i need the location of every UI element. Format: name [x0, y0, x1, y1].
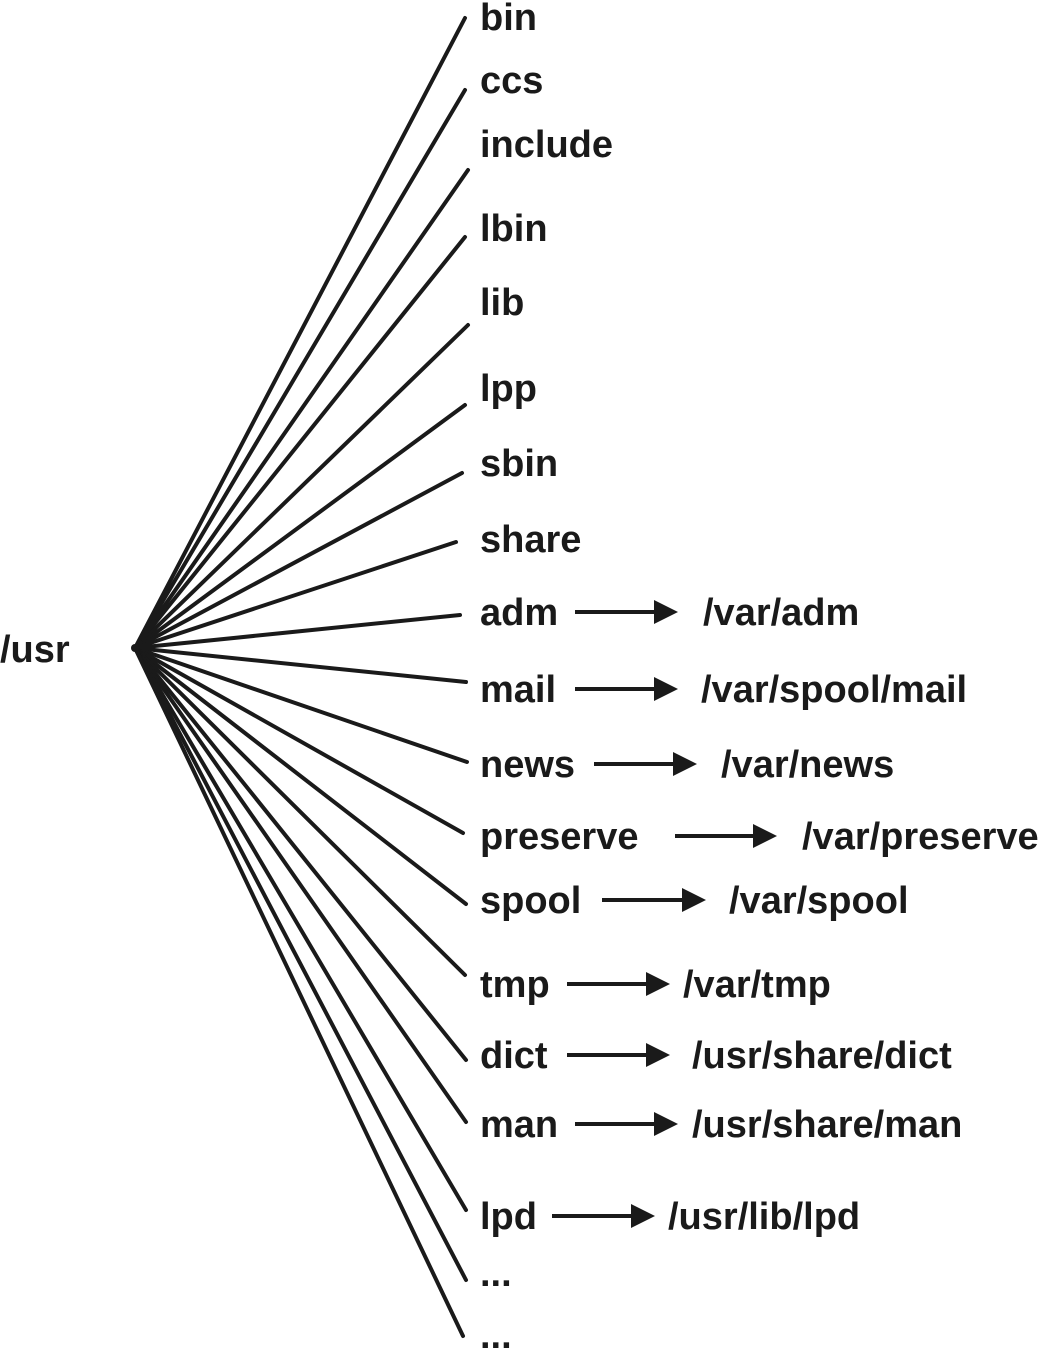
link-arrow-head — [646, 972, 670, 996]
branch-line — [133, 646, 468, 1124]
child-node-label: include — [480, 124, 613, 166]
link-target-label: /var/news — [721, 744, 894, 786]
branch-line — [133, 168, 470, 650]
branch-lines — [131, 16, 470, 1338]
link-target-label: /usr/lib/lpd — [668, 1196, 860, 1238]
child-node-label: ccs — [480, 60, 543, 102]
child-node-label: lpp — [480, 368, 537, 410]
branch-line — [133, 646, 469, 764]
branch-line — [133, 646, 468, 906]
branch-line — [133, 16, 467, 650]
link-target-label: /var/adm — [703, 592, 859, 634]
root-node-label: /usr — [0, 629, 70, 671]
link-arrow-head — [654, 600, 678, 624]
branch-line — [133, 323, 470, 650]
branch-line — [133, 646, 468, 684]
branch-line — [133, 403, 467, 650]
link-arrow-head — [631, 1204, 655, 1228]
child-node-label: ... — [480, 1315, 512, 1350]
child-node-label: news — [480, 744, 575, 786]
link-target-label: /usr/share/dict — [692, 1035, 952, 1077]
link-arrow-head — [654, 677, 678, 701]
child-node-label: lib — [480, 282, 524, 324]
branch-line — [133, 540, 458, 650]
link-target-label: /var/spool/mail — [701, 669, 967, 711]
child-node-label: dict — [480, 1035, 548, 1077]
branch-line — [133, 646, 468, 1212]
link-target-label: /var/spool — [729, 880, 909, 922]
child-node-label: sbin — [480, 443, 558, 485]
child-node-label: mail — [480, 669, 556, 711]
branch-line — [133, 646, 465, 835]
link-arrow-head — [753, 824, 777, 848]
child-node-label: lbin — [480, 208, 548, 250]
link-arrow-head — [646, 1043, 670, 1067]
branch-line — [133, 471, 464, 650]
child-node-label: spool — [480, 880, 581, 922]
child-node-label: share — [480, 519, 581, 561]
branch-line — [133, 646, 468, 1282]
link-target-label: /usr/share/man — [692, 1104, 962, 1146]
child-node-label: tmp — [480, 964, 550, 1006]
link-arrows — [552, 600, 777, 1228]
child-node-label: bin — [480, 0, 537, 39]
link-arrow-head — [673, 752, 697, 776]
branch-line — [133, 646, 465, 1338]
branch-line — [133, 613, 462, 650]
child-node-label: man — [480, 1104, 558, 1146]
link-arrow-head — [654, 1112, 678, 1136]
link-target-label: /var/preserve — [802, 816, 1039, 858]
child-node-label: adm — [480, 592, 558, 634]
branch-line — [133, 646, 468, 1062]
child-node-label: preserve — [480, 816, 638, 858]
branch-line — [133, 235, 467, 650]
child-node-label: lpd — [480, 1196, 537, 1238]
branch-line — [133, 88, 467, 650]
link-target-label: /var/tmp — [683, 964, 831, 1006]
root-junction-dot — [131, 644, 139, 652]
child-node-label: ... — [480, 1253, 512, 1295]
branch-line — [133, 646, 467, 977]
link-arrow-head — [682, 888, 706, 912]
